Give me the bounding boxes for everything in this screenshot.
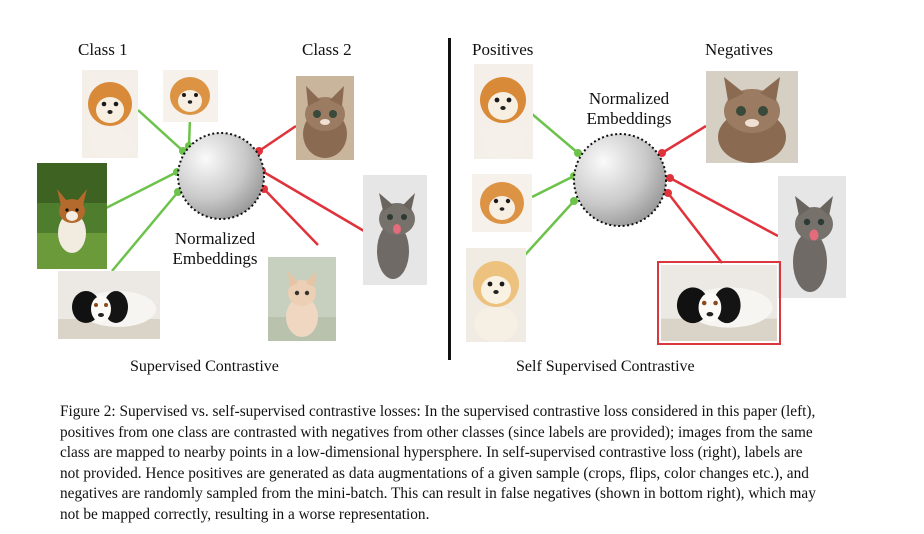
class2-label: Class 2 xyxy=(302,40,352,59)
left-panel-caption: Supervised Contrastive xyxy=(130,358,279,375)
right-embedding-label: Normalized Embeddings xyxy=(574,89,684,129)
false-negative-cavalier-image xyxy=(661,265,777,341)
right-panel-caption: Self Supervised Contrastive xyxy=(516,358,695,375)
caption-line: Figure 2: Supervised vs. self-supervised… xyxy=(60,403,816,420)
panel-divider xyxy=(448,38,451,360)
figure-caption: Figure 2: Supervised vs. self-supervised… xyxy=(60,402,872,525)
right-positive-links xyxy=(523,113,579,257)
right-negative-points xyxy=(658,149,674,197)
caption-line: positives from one class are contrasted … xyxy=(60,423,813,441)
right-negative-links xyxy=(661,124,779,264)
negative-gray-kitten-image xyxy=(778,176,846,298)
left-negative-links xyxy=(258,124,365,246)
positive-pomeranian-color-image xyxy=(466,248,526,342)
positive-pomeranian-image xyxy=(474,64,533,159)
false-negative-highlight xyxy=(657,261,781,345)
pomeranian-small-image xyxy=(163,70,218,122)
right-embedding-sphere xyxy=(573,133,667,227)
negative-tabby-kitten-image xyxy=(706,71,798,163)
ginger-kitten-image xyxy=(268,257,336,341)
caption-line: class are mapped to nearby points in a l… xyxy=(60,444,803,461)
right-embedding-label-line2: Embeddings xyxy=(586,109,672,128)
left-positive-links xyxy=(105,109,192,272)
left-embedding-label-line2: Embeddings xyxy=(172,249,258,268)
tabby-kitten-image xyxy=(296,76,354,160)
gray-kitten-image xyxy=(363,175,427,285)
caption-line: not provided. Hence positives are genera… xyxy=(60,464,809,482)
left-embedding-sphere xyxy=(177,132,265,220)
left-embedding-label: Normalized Embeddings xyxy=(160,229,270,269)
negatives-label: Negatives xyxy=(705,40,773,59)
caption-line: not be mapped correctly, resulting in a … xyxy=(60,505,430,523)
pomeranian-image xyxy=(82,70,138,158)
positive-pomeranian-crop-image xyxy=(472,174,532,232)
right-embedding-label-line1: Normalized xyxy=(588,89,670,108)
corgi-image xyxy=(37,163,107,269)
positives-label: Positives xyxy=(472,40,534,59)
caption-line: negatives are randomly sampled from the … xyxy=(60,485,816,502)
cavalier-dog-image xyxy=(58,271,160,339)
left-embedding-label-line1: Normalized xyxy=(174,229,256,248)
class1-label: Class 1 xyxy=(78,40,128,59)
